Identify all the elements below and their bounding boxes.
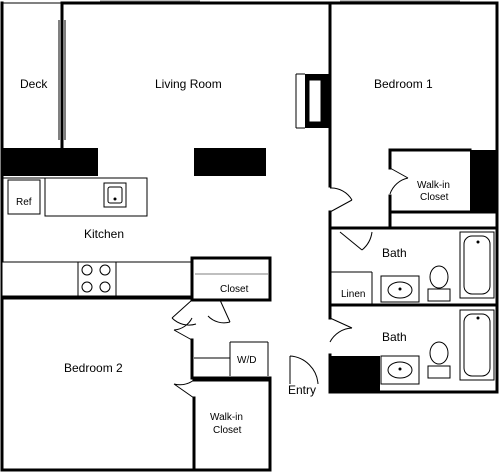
bath-1-toilet (427, 265, 451, 302)
kitchen-lower-counter (1, 261, 193, 297)
room-label-bedroom-2: Bedroom 2 (64, 361, 123, 375)
bath-1-door (339, 231, 373, 251)
range-stove (81, 264, 111, 293)
room-label-walkin-closet-1-b: Closet (420, 192, 449, 203)
room-label-walkin-closet-1-a: Walk-in (417, 180, 450, 191)
bath-1-tub (459, 231, 495, 299)
bedroom-2-door (173, 317, 193, 341)
deck-wall-block (2, 148, 98, 176)
closet-door-right (207, 299, 231, 324)
kitchen-counter (2, 177, 148, 217)
entry-door (289, 355, 319, 385)
room-label-closet: Closet (220, 284, 249, 295)
label-linen: Linen (341, 289, 365, 300)
closet-door-left (171, 299, 197, 326)
bedroom-1-door (329, 187, 353, 213)
room-label-kitchen: Kitchen (84, 227, 124, 241)
room-label-entry: Entry (288, 383, 316, 397)
room-label-deck: Deck (20, 77, 48, 91)
bath-2-walls (328, 353, 380, 394)
bath-1-sink (380, 275, 420, 303)
column-block (194, 148, 266, 176)
room-label-living-room: Living Room (155, 77, 222, 91)
room-label-walkin-closet-2-b: Closet (213, 425, 242, 436)
fireplace (295, 73, 329, 129)
refrigerator (7, 179, 41, 215)
room-label-walkin-closet-2-a: Walk-in (210, 412, 243, 423)
bath-1-walls (328, 226, 499, 320)
bedroom-2-walls (0, 256, 272, 472)
walkin-closet-2-door (173, 379, 195, 399)
label-ref: Ref (16, 197, 32, 208)
bath-2-toilet (427, 341, 451, 379)
room-label-bath-1: Bath (382, 246, 407, 260)
bath-2-door (329, 317, 353, 343)
room-label-bedroom-1: Bedroom 1 (374, 77, 433, 91)
bath-2-sink (380, 355, 420, 385)
deck-sliding-door (58, 20, 66, 140)
room-label-bath-2: Bath (382, 330, 407, 344)
bath-2-tub (459, 309, 495, 381)
label-wd: W/D (237, 355, 256, 366)
walkin-closet-1-door (389, 167, 409, 195)
bedroom-1-walls (328, 1, 499, 230)
kitchen-sink (103, 182, 127, 208)
